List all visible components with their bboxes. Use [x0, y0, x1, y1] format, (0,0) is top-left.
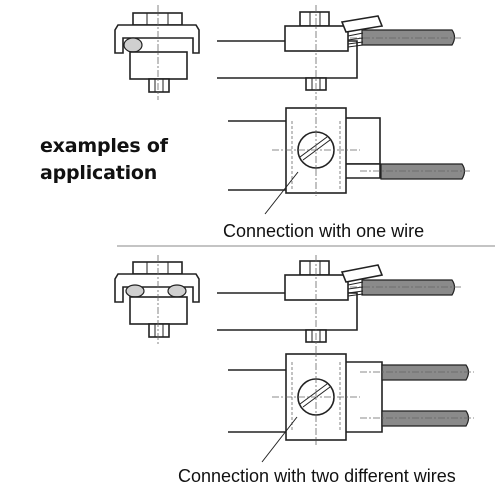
clamp-front-view-top — [114, 5, 200, 100]
wire-cross-section — [123, 37, 143, 53]
clamp-front-view-bottom — [114, 255, 200, 345]
wire-insulation — [361, 279, 456, 296]
leader-line — [261, 416, 298, 463]
wire-cross-section — [167, 284, 187, 298]
caption-two-wires: Connection with two different wires — [178, 466, 456, 486]
caption-one-wire: Connection with one wire — [223, 221, 425, 241]
wire-insulation — [380, 163, 466, 180]
heading-line-1: examples of — [40, 135, 168, 157]
wire-insulation — [381, 410, 470, 427]
clamp-side-view-bottom — [217, 255, 462, 350]
examples-heading: examples of application — [40, 133, 168, 187]
heading-line-2: application — [40, 162, 158, 184]
wire-cross-section — [125, 284, 145, 298]
clamp-side-view-top — [217, 5, 462, 100]
wire-insulation — [361, 29, 456, 46]
wire-insulation — [381, 364, 470, 381]
clamp-top-view-top — [228, 104, 470, 215]
clamp-top-view-bottom — [228, 350, 474, 463]
leader-line — [264, 171, 299, 215]
